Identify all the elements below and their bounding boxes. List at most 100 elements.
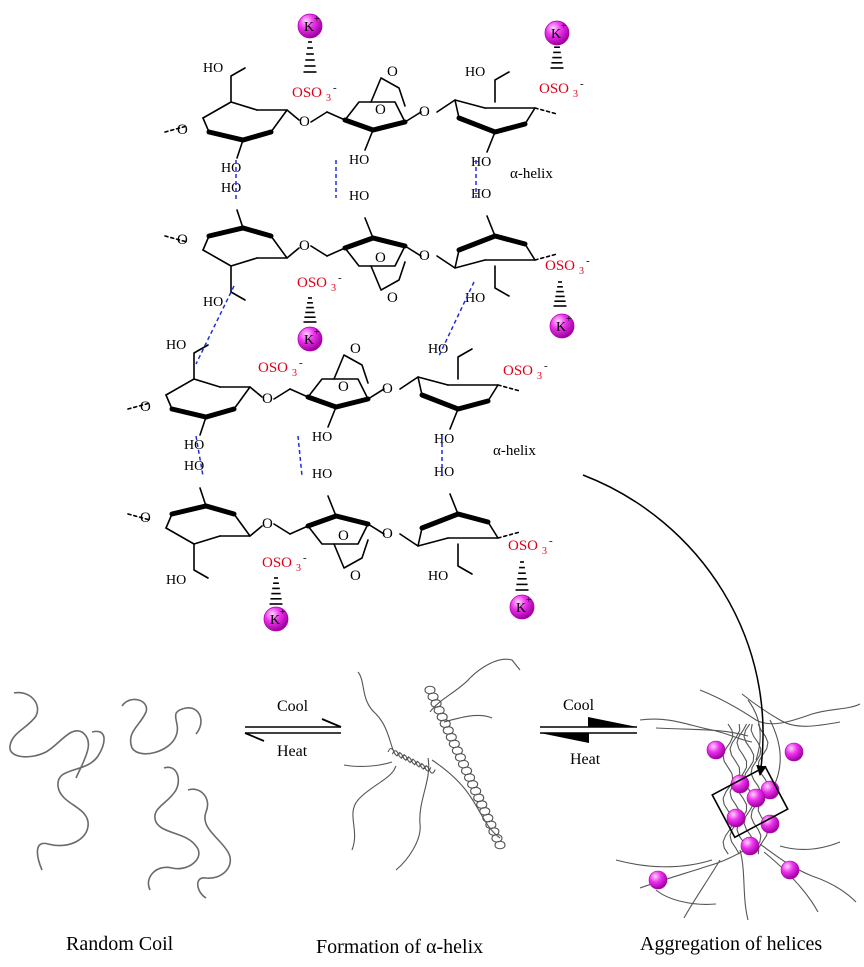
helix-label-1: α-helix [510, 166, 553, 182]
hydrogen-bond [195, 285, 235, 365]
aggregate-strand [747, 699, 761, 761]
bridge-oxygen: O [387, 290, 398, 306]
sulfate-label: OSO [258, 360, 288, 376]
aggregate-potassium-sphere [780, 860, 800, 880]
ionic-bond [269, 577, 283, 605]
helix-strand [443, 714, 493, 723]
potassium-symbol: K [551, 27, 561, 42]
helix-bundle [750, 723, 762, 855]
potassium-charge: + [526, 595, 532, 606]
sulfate-label: OSO [539, 81, 569, 97]
potassium-symbol: K [270, 613, 280, 628]
sulfate-charge: - [338, 272, 342, 284]
sulfate-label: OSO [292, 85, 322, 101]
aggregate-strand [763, 851, 819, 913]
ionic-bond [550, 41, 564, 69]
aggregate-potassium-sphere [726, 808, 746, 828]
aggregate-potassium-sphere [730, 774, 750, 794]
aggregate-strand [759, 843, 857, 903]
potassium-charge: + [280, 607, 286, 618]
aggregate-strand [739, 849, 749, 921]
sulfate-subscript: 3 [326, 93, 331, 104]
glycosidic-oxygen: O [299, 114, 310, 130]
potassium-charge: + [314, 14, 320, 25]
hydroxyl-label: HO [312, 467, 332, 482]
helix-strand [431, 759, 501, 839]
potassium-sphere [263, 606, 289, 632]
hydrogen-bond [297, 435, 303, 477]
zoom-box [711, 765, 789, 839]
aggregate-potassium-sphere [648, 870, 668, 890]
hydroxyl-label: HO [184, 438, 204, 453]
stage-random-coil-label: Random Coil [66, 933, 174, 955]
sulfate-label: OSO [297, 275, 327, 291]
helix-label-2: α-helix [493, 443, 536, 459]
helix-aggregate-illustration [615, 689, 861, 921]
ring-oxygen: O [177, 232, 188, 248]
short-helix [387, 747, 436, 774]
potassium-sphere [509, 594, 535, 620]
potassium-ion: K+ [263, 606, 289, 632]
curved-arrow [582, 474, 767, 777]
random-coil-chain [121, 698, 202, 755]
glycosidic-oxygen: O [419, 104, 430, 120]
random-coil-chain [9, 691, 90, 779]
ionic-bond [303, 41, 317, 73]
equilibrium-arrow-2: Cool Heat [540, 697, 637, 768]
sulfate-charge: - [549, 535, 553, 547]
potassium-ion: K+ [549, 313, 575, 339]
helix-bundle [743, 723, 755, 855]
potassium-symbol: K [516, 601, 526, 616]
hydroxyl-label: HO [221, 181, 241, 196]
random-coil-illustration [9, 691, 231, 899]
hydroxyl-label: HO [465, 65, 485, 80]
sulfate-subscript: 3 [331, 283, 336, 294]
potassium-ion: K+ [544, 20, 570, 46]
potassium-sphere [544, 20, 570, 46]
aggregate-potassium-sphere [746, 788, 766, 808]
sulfate-charge: - [299, 357, 303, 369]
glycosidic-oxygen: O [419, 248, 430, 264]
alpha-helix-illustration [343, 658, 521, 871]
aggregate-strand [683, 859, 721, 919]
potassium-charge: + [561, 21, 567, 32]
glycosidic-oxygen: O [299, 238, 310, 254]
potassium-sphere [297, 13, 323, 39]
aggregate-potassium-sphere [740, 836, 760, 856]
potassium-ion: K+ [297, 13, 323, 39]
bridge-oxygen: O [350, 341, 361, 357]
helix-strand [357, 671, 395, 753]
stage-aggregation-label: Aggregation of helices [640, 933, 822, 955]
helix-strand [429, 658, 521, 713]
equilibrium-arrow-1: Cool Heat [244, 698, 342, 760]
aggregate-strand [779, 841, 841, 851]
sulfate-group: OSO 3- [297, 272, 342, 294]
potassium-charge: + [566, 314, 572, 325]
ring-oxygen: O [177, 122, 188, 138]
long-helix [424, 685, 506, 850]
sulfate-label: OSO [503, 363, 533, 379]
aggregate-strand [655, 727, 749, 737]
sulfate-label: OSO [262, 555, 292, 571]
sulfate-charge: - [580, 78, 584, 90]
potassium-charge: + [314, 327, 320, 338]
ring-oxygen: O [338, 528, 349, 544]
potassium-symbol: K [304, 20, 314, 35]
ionic-bond [515, 561, 529, 591]
arrow2-cool-label: Cool [563, 697, 595, 714]
random-coil-chain [187, 788, 231, 899]
sulfate-charge: - [586, 255, 590, 267]
ionic-bond [553, 281, 567, 307]
random-coil-chain [36, 730, 105, 871]
hydroxyl-label: HO [465, 291, 485, 306]
hydroxyl-label: HO [203, 61, 223, 76]
ring-oxygen: O [375, 250, 386, 266]
